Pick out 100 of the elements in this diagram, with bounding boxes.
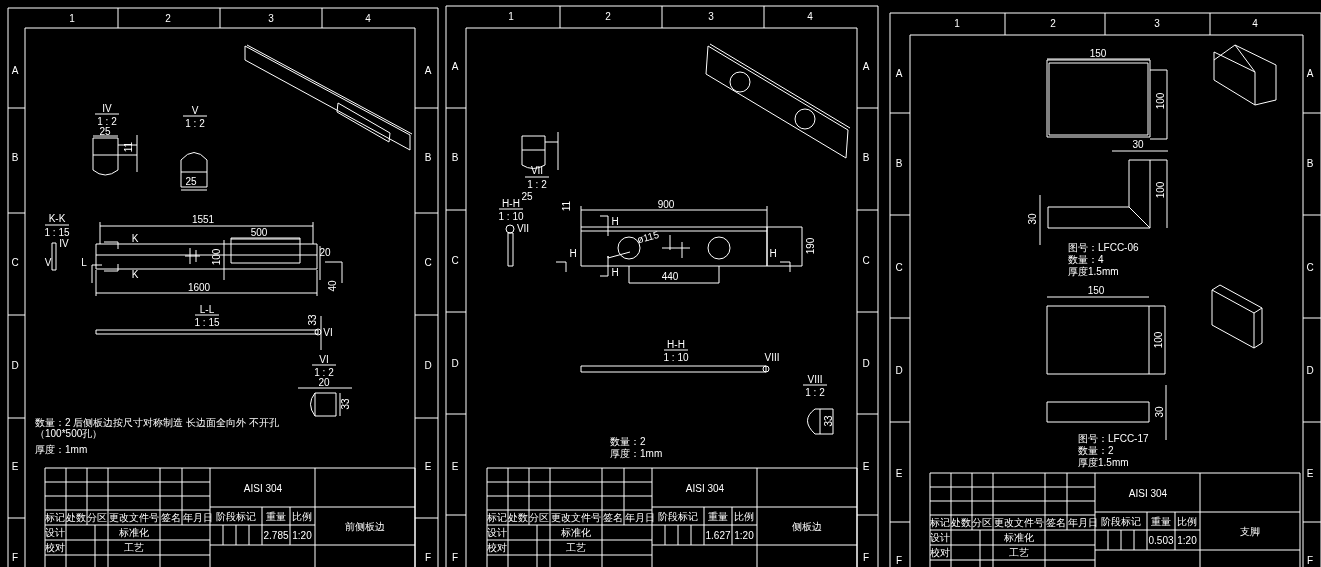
zone-letter: F [11, 551, 19, 563]
note-text: 数量：2 [1078, 444, 1114, 456]
view-label: VIII [807, 373, 823, 385]
dimension-value: 190 [804, 237, 816, 255]
zone-letter: F [424, 551, 432, 563]
scale-label: 1 : 2 [97, 115, 117, 127]
view-label: VII [530, 164, 544, 176]
note-text: 数量：4 [1068, 253, 1104, 265]
note-text: 数量：2 [610, 435, 646, 447]
zone-letter: E [862, 460, 870, 472]
view-marker: VIII [764, 351, 780, 363]
zone-letter: F [895, 554, 903, 566]
title-block-text: 1:20 [734, 529, 754, 541]
title-block-text: 工艺 [1009, 546, 1029, 558]
section-letter: H [611, 266, 619, 278]
scale-label: 1 : 2 [527, 178, 547, 190]
dimension-value: 440 [661, 270, 679, 282]
zone-number: 1 [508, 10, 514, 22]
title-block-text: 校对 [45, 541, 65, 553]
dimension-value: 25 [99, 125, 111, 137]
title-block-text: 分区 [529, 511, 549, 523]
title-block-text: 处数 [951, 516, 971, 528]
view-marker: IV [59, 237, 69, 249]
title-block-text: 重量 [266, 510, 286, 522]
section-letter: H [611, 215, 619, 227]
title-block-text: 工艺 [124, 541, 144, 553]
zone-letter: B [11, 151, 19, 163]
zone-number: 1 [69, 12, 75, 24]
title-block-text: 分区 [972, 516, 992, 528]
zone-letter: F [451, 551, 459, 563]
note-text: 图号：LFCC-06 [1068, 241, 1139, 253]
title-block-text: 标准化 [1004, 531, 1034, 543]
zone-letter: E [895, 467, 903, 479]
zone-letter: E [1306, 467, 1314, 479]
zone-letter: A [862, 60, 870, 72]
zone-letter: A [1306, 67, 1314, 79]
title-block-text: 签名 [1046, 516, 1066, 528]
dimension-value: 40 [326, 280, 338, 292]
zone-letter: D [11, 359, 19, 371]
scale-label: 1 : 2 [805, 386, 825, 398]
zone-letter: B [424, 151, 432, 163]
note-text: 厚度：1mm [35, 443, 88, 455]
title-block-text: 比例 [292, 510, 312, 522]
zone-number: 3 [1154, 17, 1160, 29]
zone-letter: D [1306, 364, 1314, 376]
dimension-value: 25 [185, 175, 197, 187]
title-block-text: 标准化 [561, 526, 591, 538]
zone-number: 2 [1050, 17, 1056, 29]
dimension-value: 100 [210, 248, 222, 266]
zone-number: 2 [165, 12, 171, 24]
title-block-text: 工艺 [566, 541, 586, 553]
zone-letter: B [451, 151, 459, 163]
zone-letter: A [11, 64, 19, 76]
scale-label: 1 : 10 [498, 210, 524, 222]
title-block-text: 校对 [487, 541, 507, 553]
title-block-text: 处数 [66, 511, 86, 523]
dimension-value: 30 [1026, 213, 1038, 225]
view-label: H-H [667, 338, 685, 350]
zone-letter: C [862, 254, 870, 266]
view-label: V [191, 104, 199, 116]
zone-letter: B [862, 151, 870, 163]
title-block-text: 支脚 [1240, 525, 1260, 537]
section-letter: K [131, 268, 139, 280]
scale-label: 1 : 15 [194, 316, 220, 328]
zone-number: 4 [1252, 17, 1258, 29]
dimension-value: 100 [1154, 92, 1166, 110]
zone-letter: D [862, 357, 870, 369]
dimension-value: 100 [1152, 331, 1164, 349]
title-block-text: 阶段标记 [216, 510, 256, 522]
title-block-text: 比例 [1177, 515, 1197, 527]
title-block-text: 更改文件号 [994, 516, 1044, 528]
zone-number: 4 [807, 10, 813, 22]
title-block-text: 1:20 [292, 529, 312, 541]
dimension-value: 30 [1132, 138, 1144, 150]
view-label: VI [319, 353, 329, 365]
zone-letter: E [451, 460, 459, 472]
title-block-text: 标记 [45, 511, 65, 523]
view-label: H-H [502, 197, 520, 209]
zone-letter: B [1306, 157, 1314, 169]
section-letter: H [569, 247, 577, 259]
scale-label: 1 : 10 [663, 351, 689, 363]
zone-letter: E [424, 460, 432, 472]
zone-letter: F [862, 551, 870, 563]
zone-letter: C [11, 256, 19, 268]
zone-letter: D [895, 364, 903, 376]
zone-letter: C [895, 261, 903, 273]
title-block-text: 更改文件号 [109, 511, 159, 523]
dimension-value: 150 [1087, 284, 1105, 296]
zone-letter: A [895, 67, 903, 79]
title-block-text: 侧板边 [792, 520, 822, 532]
dimension-value: ø115 [635, 228, 661, 246]
zone-letter: D [424, 359, 432, 371]
dimension-value: 150 [1089, 47, 1107, 59]
title-block-text: 1:20 [1177, 534, 1197, 546]
dimension-value: 25 [521, 190, 533, 202]
title-block-text: AISI 304 [1128, 487, 1168, 499]
dimension-value: 1551 [191, 213, 215, 225]
title-block-text: 签名 [603, 511, 623, 523]
dimension-value: 1600 [187, 281, 211, 293]
dimension-value: 20 [318, 376, 330, 388]
